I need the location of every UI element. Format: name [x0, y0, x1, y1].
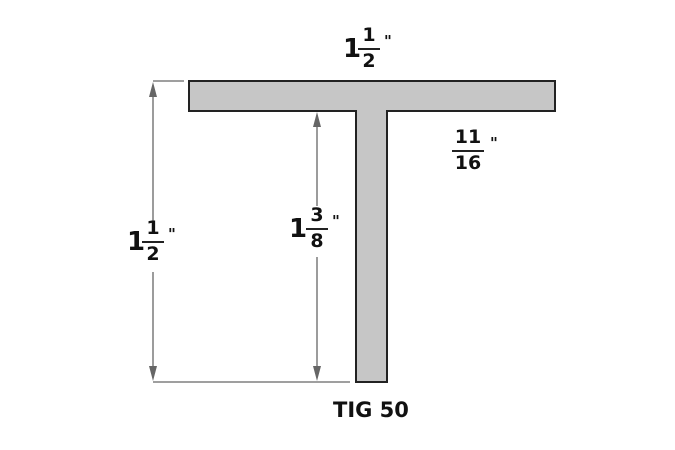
fraction-bar	[306, 228, 328, 230]
fraction-bar	[358, 48, 380, 50]
flange-thickness-unit: "	[490, 134, 498, 152]
stem-height-numerator: 3	[310, 204, 324, 226]
stem-height-denominator: 8	[310, 230, 324, 252]
fraction-bar	[142, 241, 164, 243]
stem-height-unit: "	[332, 212, 340, 230]
top-width-unit: "	[384, 32, 392, 50]
fraction-bar	[452, 150, 484, 152]
stem-height-label: 1 3 8 "	[289, 206, 359, 256]
top-width-whole: 1	[343, 34, 362, 64]
overall-height-unit: "	[168, 225, 176, 243]
top-width-numerator: 1	[362, 24, 376, 46]
product-code-caption: TIG 50	[333, 398, 409, 422]
overall-height-numerator: 1	[146, 217, 160, 239]
flange-thickness-numerator: 11	[454, 126, 482, 148]
overall-height-dimension-line	[149, 80, 350, 383]
top-width-label: 1 1 2 "	[343, 26, 413, 76]
top-width-denominator: 2	[362, 50, 376, 72]
flange-thickness-label: 11 16 "	[452, 128, 512, 178]
overall-height-label: 1 1 2 "	[127, 219, 197, 269]
flange-thickness-denominator: 16	[454, 152, 482, 174]
overall-height-denominator: 2	[146, 243, 160, 265]
stem-height-whole: 1	[289, 214, 308, 244]
overall-height-whole: 1	[127, 227, 146, 257]
stem-height-dimension-line	[313, 112, 321, 381]
t-profile-shape	[188, 80, 556, 383]
